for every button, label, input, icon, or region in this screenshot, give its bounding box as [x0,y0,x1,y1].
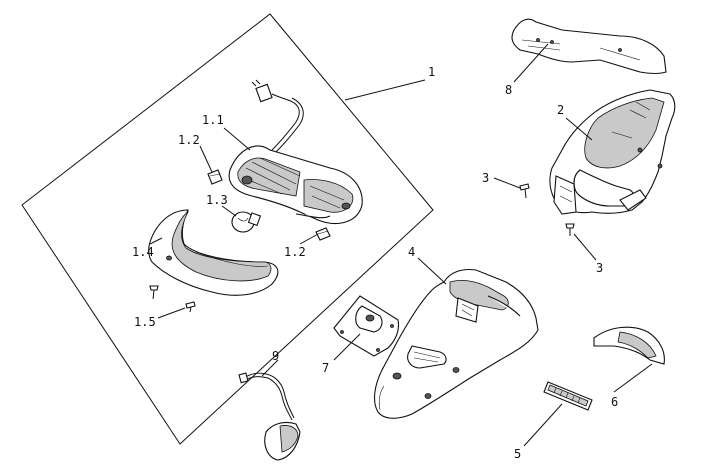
leader-6 [613,363,653,393]
leader-1-4 [149,237,163,245]
headlight-bulb[interactable] [231,211,262,233]
label-1-2-lower: 1.2 [284,245,306,259]
leader-9 [261,359,279,377]
license-plate-bracket[interactable] [333,295,400,357]
leader-1-2-upper [199,145,213,173]
label-5: 5 [514,447,521,461]
leader-8 [513,43,549,83]
screw-1-5-a[interactable] [149,285,159,300]
screw-3-lower[interactable] [565,223,575,236]
splash-guard[interactable] [511,18,667,75]
label-2: 2 [557,103,564,117]
headlight-lens-cover[interactable] [148,209,279,296]
label-1-3: 1.3 [206,193,228,207]
label-4: 4 [408,245,415,259]
screw-1-5-b[interactable] [185,301,196,313]
leader-5 [523,403,563,447]
leader-7 [333,333,361,361]
assembly-1-group-box [21,13,434,445]
rear-fender-inner[interactable] [549,89,676,215]
label-1: 1 [428,65,435,79]
leader-1-2-lower [299,233,319,245]
rear-mudguard[interactable] [373,268,539,419]
label-1-4: 1.4 [132,245,154,259]
screw-3-upper[interactable] [519,183,530,199]
label-7: 7 [322,361,329,375]
label-1-1: 1.1 [202,113,224,127]
label-6: 6 [611,395,618,409]
headlight-unit[interactable] [228,79,363,224]
leader-3-lower [573,233,597,261]
leader-4 [417,257,447,285]
license-plate-light[interactable] [238,372,301,461]
leader-3-upper [493,177,521,189]
leader-1-1 [223,127,251,151]
label-1-2-upper: 1.2 [178,133,200,147]
leader-1-3 [221,205,237,217]
label-8: 8 [505,83,512,97]
bulb-socket-upper[interactable] [207,169,223,185]
leader-1 [344,79,426,101]
label-1-5: 1.5 [134,315,156,329]
connector-plug [255,83,273,103]
label-9: 9 [272,349,279,363]
label-3-lower: 3 [596,261,603,275]
mud-flap[interactable] [593,326,665,365]
leader-1-5 [157,307,186,319]
label-3-upper: 3 [482,171,489,185]
reflector[interactable] [543,381,593,411]
bulb-socket-lower[interactable] [315,227,331,241]
leader-2 [565,117,593,141]
